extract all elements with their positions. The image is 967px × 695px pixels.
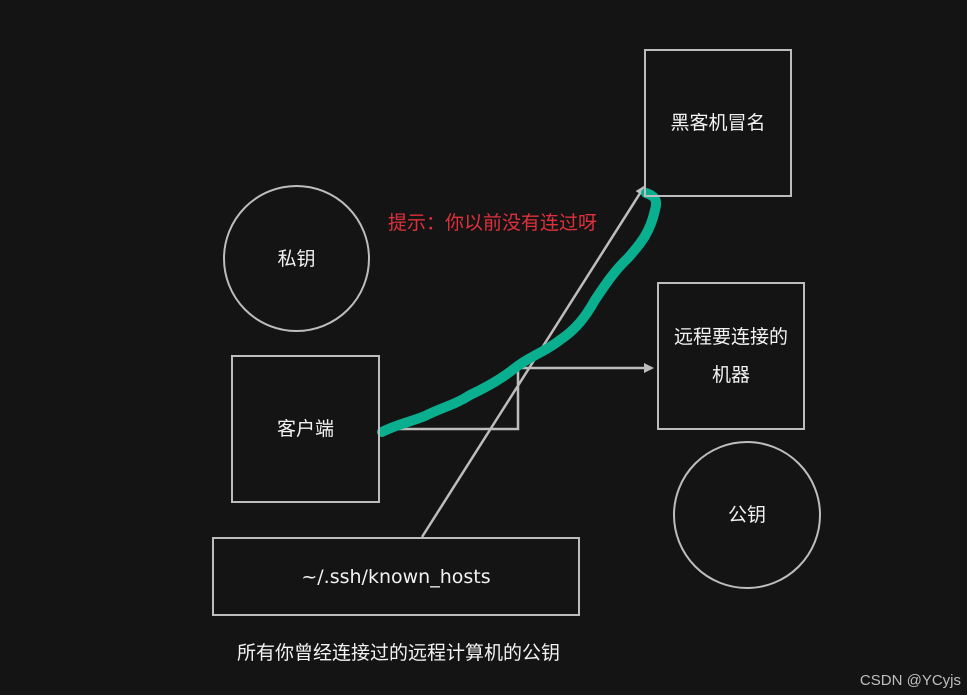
known-hosts-description: 所有你曾经连接过的远程计算机的公钥 <box>237 642 561 664</box>
client-label: 客户端 <box>276 418 334 440</box>
hacker-machine-label: 黑客机冒名 <box>670 112 766 134</box>
known-hosts-box: ~/.ssh/known_hosts <box>212 537 580 616</box>
hacker-machine-box: 黑客机冒名 <box>644 49 792 197</box>
client-to-remote-arrow <box>380 363 654 431</box>
private-key-circle: 私钥 <box>223 185 370 332</box>
client-box: 客户端 <box>231 355 380 503</box>
remote-machine-box: 远程要连接的 机器 <box>657 282 805 430</box>
hint-label: 提示：你以前没有连过呀 <box>388 212 598 234</box>
private-key-label: 私钥 <box>277 247 316 270</box>
watermark: CSDN @YCyjs <box>859 672 961 689</box>
known-hosts-label: ~/.ssh/known_hosts <box>301 565 491 588</box>
public-key-circle: 公钥 <box>673 441 821 589</box>
hijacked-connection-path <box>377 188 662 437</box>
public-key-label: 公钥 <box>727 504 766 526</box>
remote-machine-label: 远程要连接的 机器 <box>673 326 788 386</box>
